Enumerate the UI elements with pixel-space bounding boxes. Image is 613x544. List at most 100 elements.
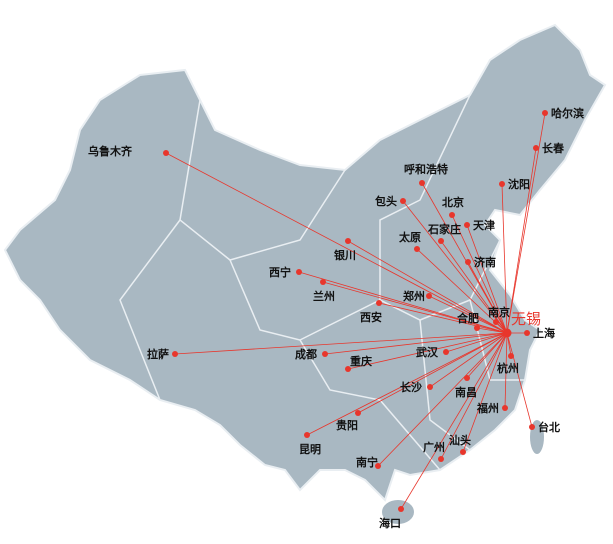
route-line	[462, 332, 508, 453]
city-dot	[533, 145, 539, 151]
route-line	[347, 240, 508, 334]
city-label: 兰州	[313, 290, 335, 303]
city-dot	[508, 353, 514, 359]
city-label: 合肥	[457, 312, 479, 325]
city-dot	[304, 432, 310, 438]
city-dot	[443, 349, 449, 355]
city-dot	[400, 198, 406, 204]
route-line	[416, 248, 508, 334]
city-dot	[163, 150, 169, 156]
city-label: 福州	[477, 402, 499, 415]
route-line	[298, 271, 508, 334]
city-dot	[172, 351, 178, 357]
route-line	[467, 261, 508, 334]
city-label: 呼和浩特	[404, 163, 448, 176]
city-label: 太原	[399, 231, 421, 244]
route-line	[174, 332, 508, 355]
city-label: 杭州	[497, 362, 519, 375]
route-line	[466, 224, 508, 334]
city-label: 郑州	[403, 290, 425, 303]
city-dot	[322, 351, 328, 357]
city-label: 长春	[542, 142, 564, 155]
city-label: 石家庄	[428, 223, 461, 236]
city-dot	[502, 405, 508, 411]
route-line	[476, 327, 508, 334]
route-line	[324, 332, 508, 355]
hub-dot	[502, 328, 512, 338]
city-label: 北京	[442, 196, 464, 209]
route-line	[451, 214, 508, 334]
city-label: 银川	[334, 249, 356, 262]
city-dot	[524, 330, 530, 336]
route-line	[501, 183, 508, 334]
city-dot	[355, 410, 361, 416]
city-label: 沈阳	[508, 178, 530, 191]
city-label: 济南	[474, 256, 496, 269]
city-dot	[529, 424, 535, 430]
city-label: 南宁	[356, 456, 378, 469]
city-label: 海口	[379, 517, 401, 530]
route-line	[506, 112, 546, 334]
city-dot	[438, 238, 444, 244]
route-line	[506, 147, 537, 334]
route-line	[445, 332, 508, 353]
route-line	[429, 332, 508, 388]
city-label: 西宁	[269, 266, 291, 279]
city-dot	[419, 180, 425, 186]
city-label: 乌鲁木齐	[88, 145, 132, 158]
city-dot	[296, 269, 302, 275]
city-dot	[345, 238, 351, 244]
route-line	[466, 332, 508, 379]
hub-city-label: 无锡	[511, 310, 542, 328]
city-dot	[398, 506, 404, 512]
city-dot	[376, 300, 382, 306]
route-line	[357, 332, 508, 414]
city-label: 天津	[473, 219, 495, 232]
city-label: 哈尔滨	[551, 107, 584, 120]
city-label: 南昌	[455, 386, 477, 399]
route-line	[378, 302, 508, 334]
city-dot	[320, 279, 326, 285]
city-dot	[542, 110, 548, 116]
hainan-island	[382, 500, 414, 524]
city-label: 拉萨	[147, 348, 169, 361]
route-line	[322, 281, 508, 334]
route-line	[165, 152, 508, 334]
city-label: 长沙	[400, 381, 422, 394]
route-line	[440, 240, 508, 334]
city-dot	[426, 293, 432, 299]
city-dot	[427, 384, 433, 390]
city-dot	[464, 222, 470, 228]
route-line	[347, 332, 508, 370]
city-dot	[460, 449, 466, 455]
city-dot	[414, 246, 420, 252]
city-dot	[493, 319, 499, 325]
city-label: 台北	[538, 421, 560, 434]
route-line	[306, 332, 508, 436]
city-label: 西安	[360, 311, 382, 324]
city-dot	[474, 325, 480, 331]
city-dots	[163, 110, 548, 512]
city-dot	[345, 366, 351, 372]
route-line	[402, 200, 508, 334]
route-line	[377, 332, 508, 467]
china-landmass	[3, 23, 607, 502]
city-dot	[449, 212, 455, 218]
city-label: 重庆	[350, 355, 372, 368]
city-label: 贵阳	[336, 419, 358, 432]
city-dot	[465, 259, 471, 265]
city-label: 包头	[375, 195, 397, 208]
city-label: 武汉	[416, 346, 438, 359]
city-dot	[438, 456, 444, 462]
city-dot	[375, 463, 381, 469]
route-line	[440, 332, 508, 460]
route-line	[504, 332, 508, 409]
route-line	[400, 332, 508, 510]
city-label: 成都	[295, 348, 317, 361]
city-label: 昆明	[299, 443, 321, 456]
city-label: 南京	[488, 306, 510, 319]
route-line	[506, 332, 533, 428]
route-line	[428, 295, 508, 334]
